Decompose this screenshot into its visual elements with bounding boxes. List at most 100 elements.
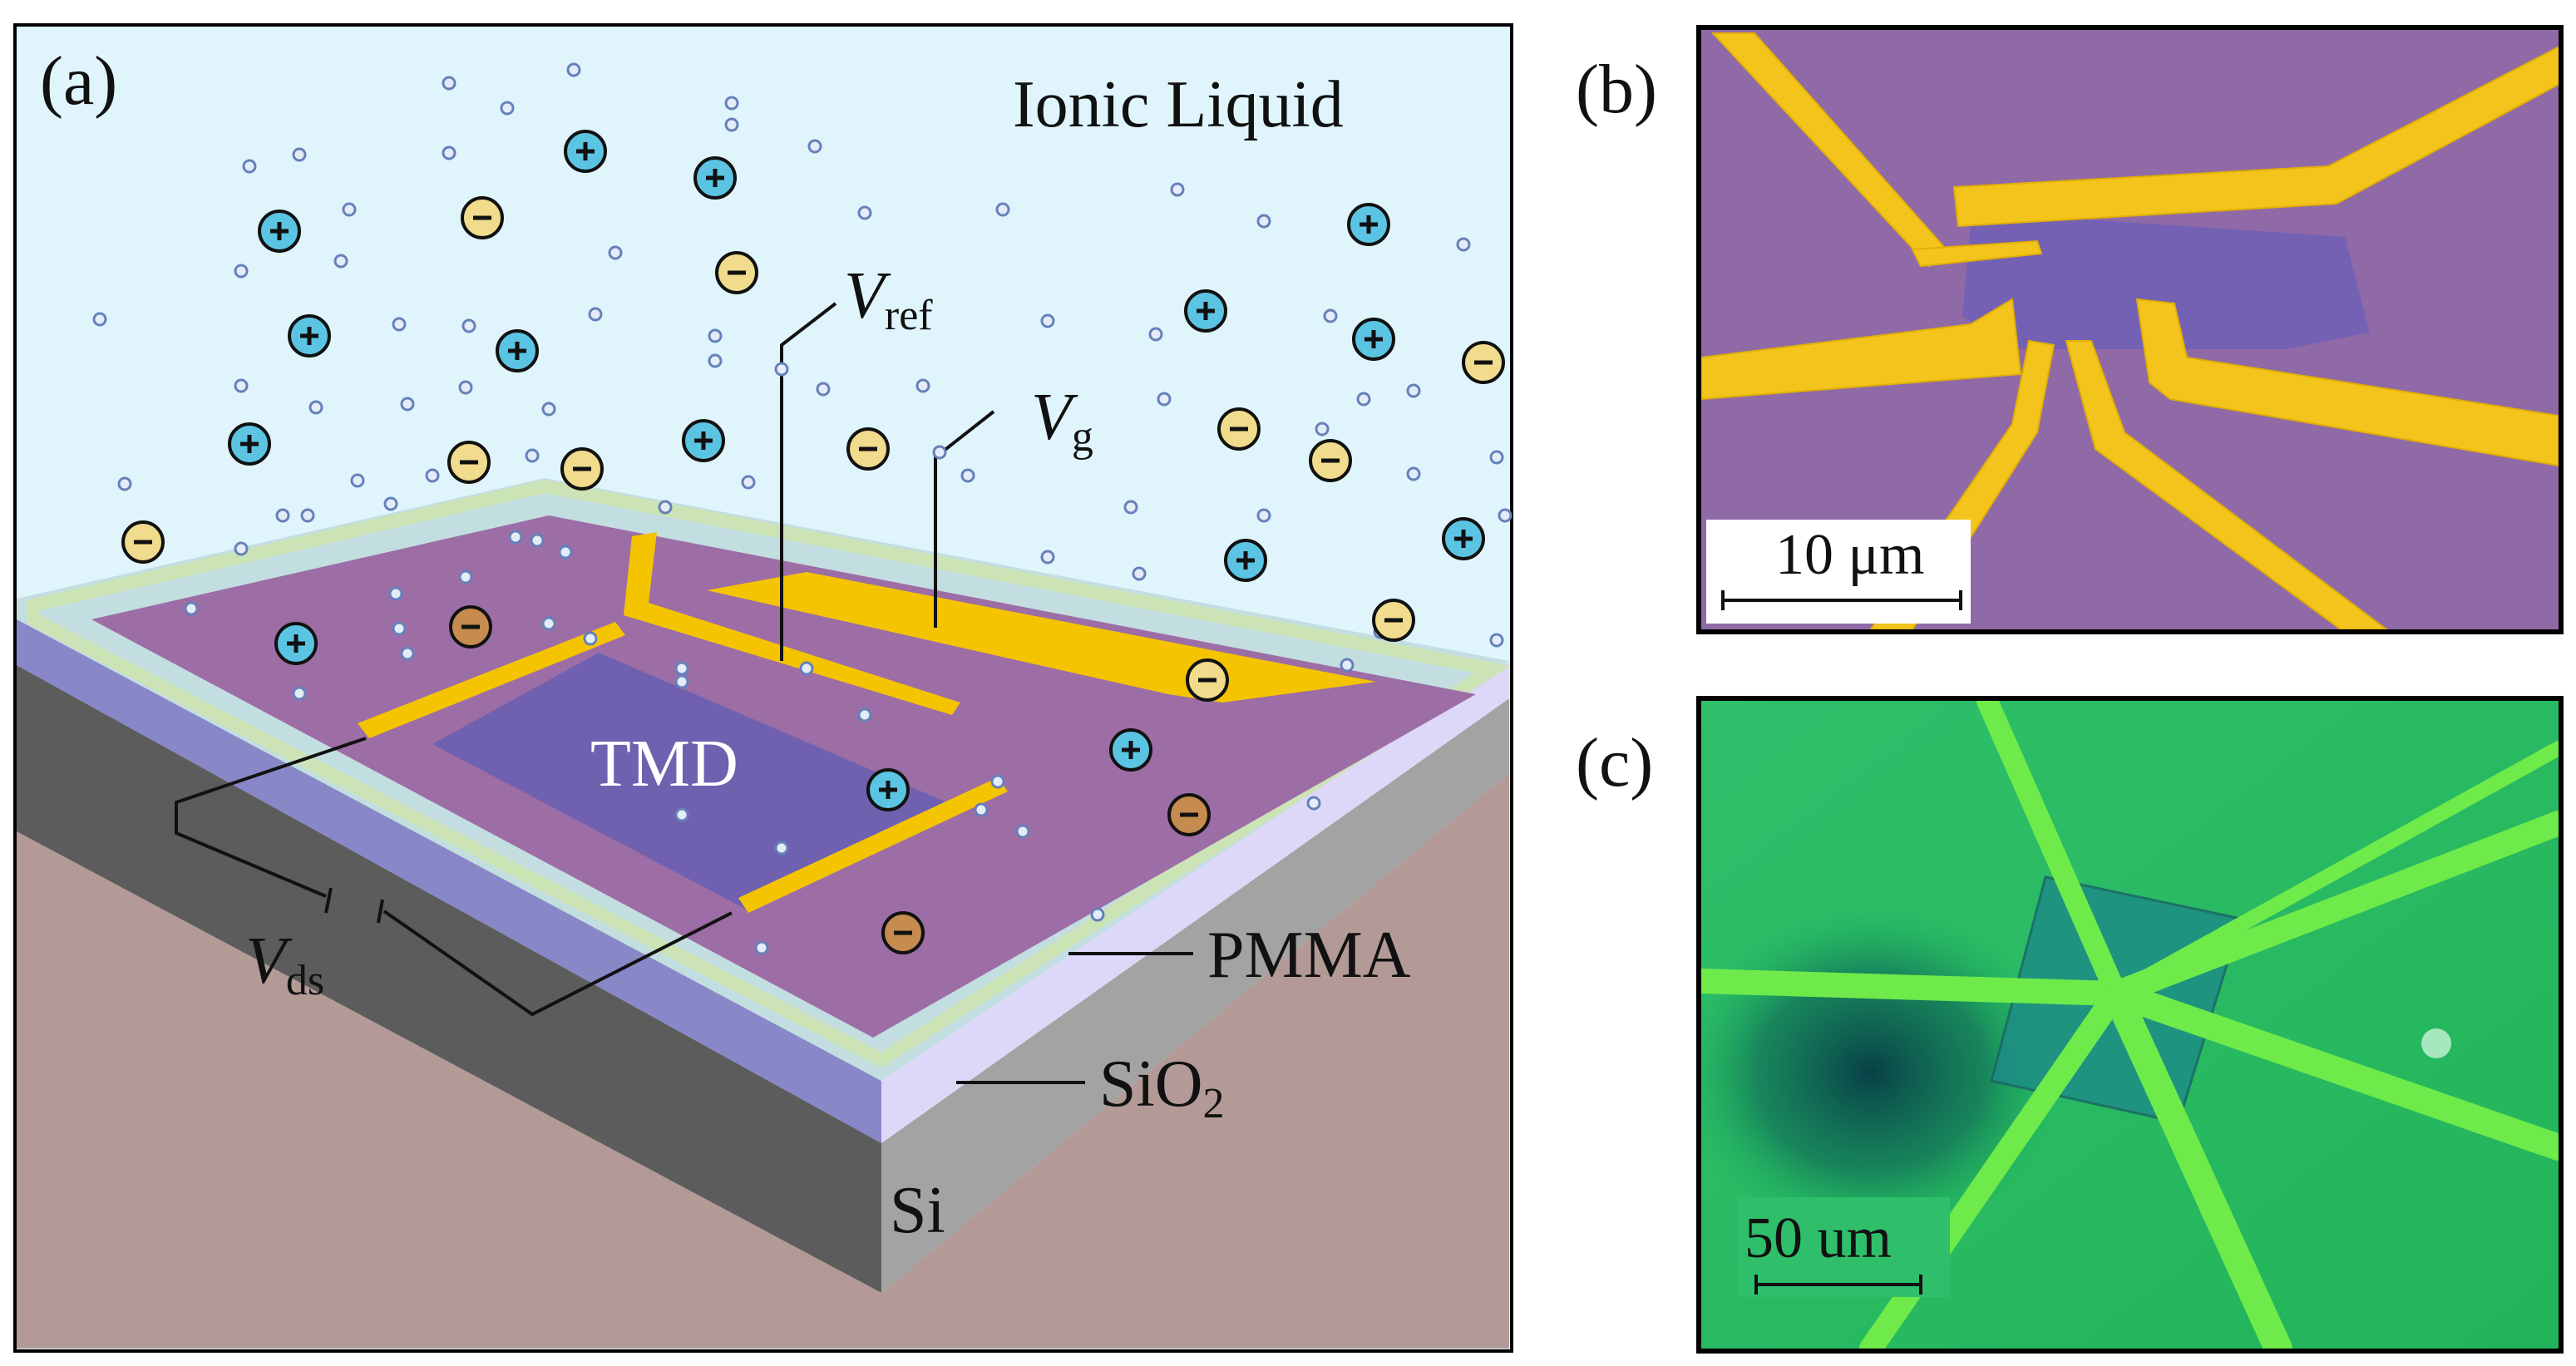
- ionic-liquid-label: Ionic Liquid: [1013, 68, 1344, 141]
- flake-b: [1962, 218, 2370, 349]
- solvent-molecule: [558, 545, 573, 560]
- debris-c: [2421, 1028, 2451, 1058]
- solvent-molecule: [1090, 907, 1105, 922]
- cation: [682, 419, 725, 462]
- solvent-molecule: [1256, 214, 1271, 229]
- solvent-molecule: [442, 76, 456, 91]
- cation: [288, 314, 331, 358]
- ions: [121, 130, 1505, 954]
- solvent-molecules: [92, 62, 1513, 955]
- anion: [1372, 599, 1415, 642]
- solvent-molecule: [1456, 237, 1471, 252]
- solvent-molecule: [1148, 327, 1163, 342]
- vref-leader: [780, 302, 837, 661]
- solvent-molecule: [392, 317, 407, 332]
- anion: [449, 605, 492, 648]
- solvent-molecule: [300, 508, 315, 523]
- solvent-molecule: [708, 328, 723, 343]
- solvent-molecule: [500, 101, 515, 116]
- solvent-molecule: [1157, 392, 1172, 407]
- sio2-main: SiO: [1099, 1048, 1203, 1121]
- vref-subscript: ref: [885, 292, 933, 339]
- solvent-molecule: [461, 318, 476, 333]
- electrode-c-2: [2104, 811, 2559, 1006]
- scale-bar-b: [1721, 590, 1962, 610]
- anion: [1309, 439, 1352, 482]
- solvent-molecule: [741, 475, 756, 490]
- si-label: Si: [890, 1174, 945, 1247]
- battery-plate-2: [377, 899, 384, 924]
- scale-bar-b-text: 10 μm: [1775, 523, 1924, 587]
- solvent-molecule: [525, 448, 540, 463]
- cation: [693, 156, 737, 200]
- vds-wire: [175, 737, 367, 898]
- solvent-molecule: [383, 496, 398, 511]
- panel-b-label: (b): [1576, 51, 1657, 128]
- cation: [866, 768, 910, 811]
- solvent-molecule: [708, 353, 723, 368]
- scale-bar-c-text: 50 um: [1744, 1206, 1892, 1270]
- anion: [121, 520, 165, 564]
- scale-bar-b-background: [1706, 520, 1971, 624]
- solvent-molecule: [333, 254, 348, 269]
- solvent-molecule: [1306, 796, 1321, 811]
- solvent-molecule: [1040, 313, 1055, 328]
- si-bottom-background: [17, 773, 1509, 1349]
- solvent-molecule: [400, 646, 415, 661]
- solvent-molecule: [234, 541, 249, 556]
- solvent-molecule: [342, 202, 357, 217]
- cation: [564, 130, 607, 173]
- solvent-molecule: [816, 382, 831, 397]
- solvent-molecule: [608, 245, 623, 260]
- panel-b: (b) 10 μm: [1576, 25, 2564, 634]
- solvent-molecule: [1406, 383, 1421, 398]
- tmd-flake: [432, 653, 956, 910]
- solvent-molecule: [388, 586, 403, 601]
- solvent-molecule: [425, 468, 440, 483]
- solvent-molecule: [292, 147, 307, 162]
- electrode-c-1: [1976, 701, 2127, 1004]
- solvent-molecule: [990, 774, 1005, 789]
- vds-wire-right: [382, 910, 733, 1017]
- vg-label: Vg: [1031, 381, 1093, 461]
- solvent-molecule: [724, 117, 739, 132]
- solvent-molecule: [458, 380, 473, 395]
- solvent-molecule: [308, 400, 323, 415]
- anion: [715, 251, 758, 294]
- anion: [447, 441, 491, 484]
- vg-main: V: [1031, 381, 1078, 454]
- panel-c-label: (c): [1576, 724, 1653, 801]
- electrode-b-5: [2135, 298, 2559, 467]
- anion: [1167, 793, 1211, 836]
- solvent-molecule: [292, 686, 307, 701]
- electrode-c-3: [1701, 969, 2129, 1006]
- electrode-b-4: [1701, 298, 2022, 401]
- vg-subscript: g: [1072, 413, 1093, 461]
- scale-bar-c: [1754, 1275, 1922, 1294]
- panel-a-label: (a): [40, 42, 117, 120]
- solvent-molecule: [915, 378, 930, 393]
- sio2-left-face: [17, 615, 881, 1143]
- solvent-molecule: [442, 145, 456, 160]
- solvent-molecule: [658, 500, 673, 515]
- solvent-molecule: [458, 570, 473, 584]
- solvent-molecule: [234, 264, 249, 279]
- sio2-subscript: 2: [1203, 1080, 1225, 1127]
- solvent-molecule: [1040, 550, 1055, 565]
- battery-plate-1: [324, 887, 333, 914]
- solvent-molecule: [234, 378, 249, 393]
- solvent-molecule: [588, 307, 603, 322]
- micrograph-c: [1701, 701, 2559, 1349]
- micrograph-b: [1701, 32, 2559, 629]
- solvent-molecule: [932, 445, 947, 460]
- solvent-molecule: [774, 841, 789, 856]
- electrode-b-2: [1952, 46, 2559, 228]
- solvent-molecule: [530, 533, 545, 548]
- electrode-c-4: [2103, 980, 2559, 1161]
- solvent-molecule: [566, 62, 581, 77]
- solvent-molecule: [724, 96, 739, 111]
- vds-main: V: [245, 925, 293, 998]
- anion: [1217, 407, 1261, 451]
- solvent-molecule: [857, 708, 872, 722]
